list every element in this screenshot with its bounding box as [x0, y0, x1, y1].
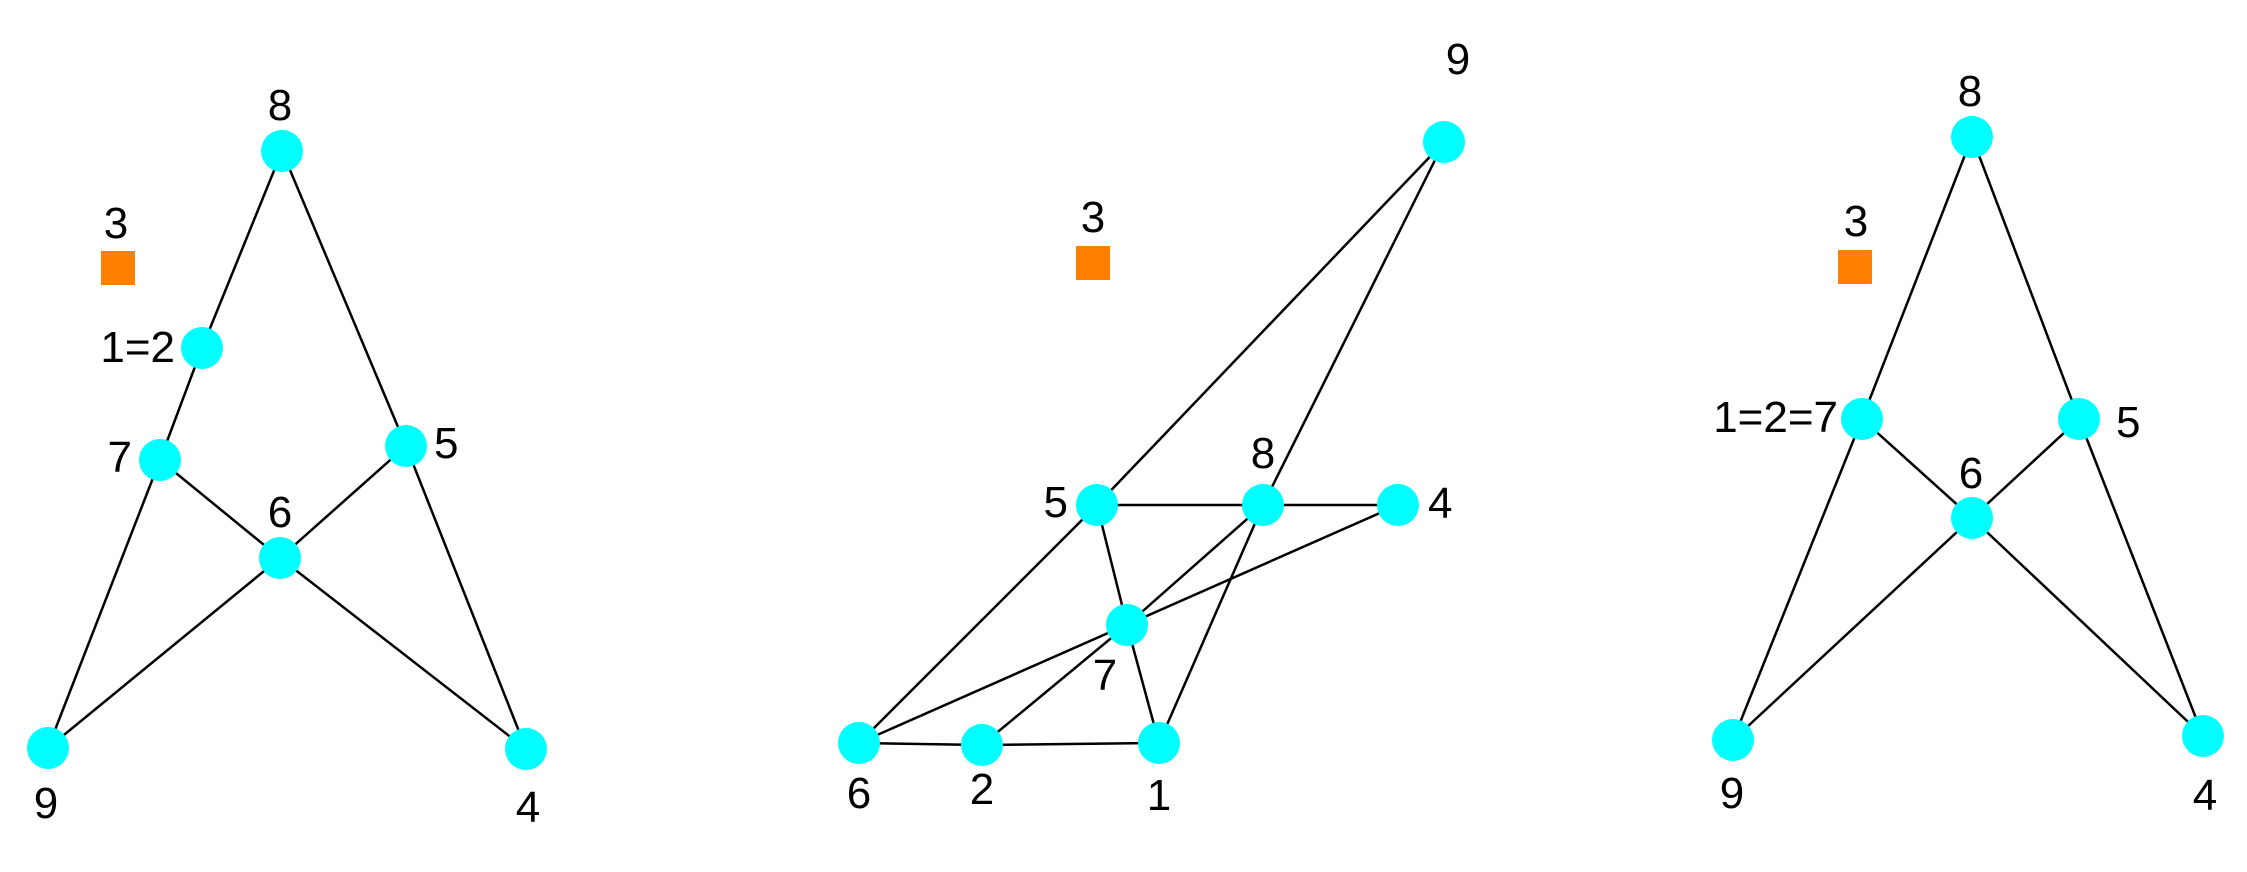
node-left-n12	[181, 327, 223, 369]
graph-middle: 9 3 5 8 4 7 6 2 1	[838, 35, 1470, 820]
node-label-right-n4: 4	[2193, 771, 2217, 820]
edge-left-n6-n9	[47, 557, 281, 749]
graph-right: 8 3 1=2=7 5 6 9 4	[1712, 67, 2224, 820]
node-label-left-n4: 4	[516, 783, 540, 832]
node-left-n5	[385, 425, 427, 467]
node-label-right-n5: 5	[2116, 398, 2140, 447]
node-left-n9	[27, 727, 69, 769]
node-label-left-n3: 3	[104, 199, 128, 248]
node-middle-n3	[1076, 246, 1110, 280]
node-label-left-n6: 6	[268, 488, 292, 537]
edge-middle-n5-n6	[858, 504, 1098, 744]
node-label-middle-n9: 9	[1446, 35, 1470, 84]
edge-left-n6-n4	[279, 557, 527, 750]
node-middle-n7	[1106, 604, 1148, 646]
node-left-n4	[505, 728, 547, 770]
edge-right-n8-n5	[1970, 136, 2081, 420]
node-label-middle-n3: 3	[1081, 193, 1105, 242]
node-label-right-n8: 8	[1958, 67, 1982, 116]
node-right-n9	[1712, 719, 1754, 761]
node-middle-n1	[1138, 722, 1180, 764]
edge-right-n127-n6	[1861, 418, 1973, 519]
edge-middle-n9-n8	[1261, 141, 1446, 506]
node-label-middle-n6: 6	[847, 769, 871, 818]
edge-middle-n2-n1	[981, 741, 1160, 747]
node-label-left-n5: 5	[434, 419, 458, 468]
node-middle-n8	[1242, 484, 1284, 526]
node-label-left-n9: 9	[34, 779, 58, 828]
node-middle-n9	[1423, 121, 1465, 163]
node-right-n4	[2182, 715, 2224, 757]
node-left-n6	[259, 537, 301, 579]
edge-left-n7-n6	[159, 459, 281, 559]
node-middle-n6	[838, 722, 880, 764]
node-label-right-n9: 9	[1720, 769, 1744, 818]
edge-left-n8-n5	[280, 150, 408, 447]
edge-middle-n9-n5	[1096, 141, 1445, 506]
edge-right-n6-n9	[1732, 517, 1973, 741]
node-middle-n2	[961, 724, 1003, 766]
edge-middle-n7-n2	[981, 624, 1128, 746]
node-left-n3	[101, 251, 135, 285]
node-right-n3	[1838, 250, 1872, 284]
graph-left: 8 3 1=2 7 5 6 9 4	[27, 81, 547, 832]
node-label-middle-n5: 5	[1044, 478, 1068, 527]
node-left-n8	[261, 130, 303, 172]
node-label-middle-n2: 2	[970, 765, 994, 814]
edge-right-n127-n9	[1731, 418, 1864, 741]
edge-middle-n8-n1	[1157, 504, 1265, 744]
node-right-n8	[1951, 116, 1993, 158]
edge-left-n5-n6	[279, 445, 407, 559]
node-label-left-n7: 7	[108, 433, 132, 482]
node-label-middle-n1: 1	[1147, 771, 1171, 820]
node-label-middle-n4: 4	[1428, 479, 1452, 528]
node-middle-n5	[1076, 484, 1118, 526]
node-right-n127	[1841, 398, 1883, 440]
node-right-n6	[1951, 497, 1993, 539]
node-right-n5	[2058, 398, 2100, 440]
node-label-right-n6: 6	[1959, 449, 1983, 498]
edge-middle-n8-n7	[1126, 504, 1264, 626]
node-left-n7	[139, 439, 181, 481]
node-label-middle-n7: 7	[1093, 651, 1117, 700]
node-middle-n4	[1377, 484, 1419, 526]
edge-right-n8-n127	[1860, 136, 1974, 420]
node-label-left-n8: 8	[268, 81, 292, 130]
edge-right-n6-n4	[1971, 517, 2204, 737]
node-label-left-n12: 1=2	[100, 323, 175, 372]
node-label-right-n127: 1=2=7	[1713, 393, 1838, 442]
node-label-right-n3: 3	[1844, 197, 1868, 246]
edge-left-n8-n12	[200, 150, 284, 349]
edge-left-n7-n9	[46, 459, 162, 749]
edge-left-n5-n4	[404, 445, 528, 750]
edge-right-n5-n4	[2077, 418, 2205, 737]
edge-right-n5-n6	[1971, 418, 2080, 519]
node-label-middle-n8: 8	[1251, 429, 1275, 478]
